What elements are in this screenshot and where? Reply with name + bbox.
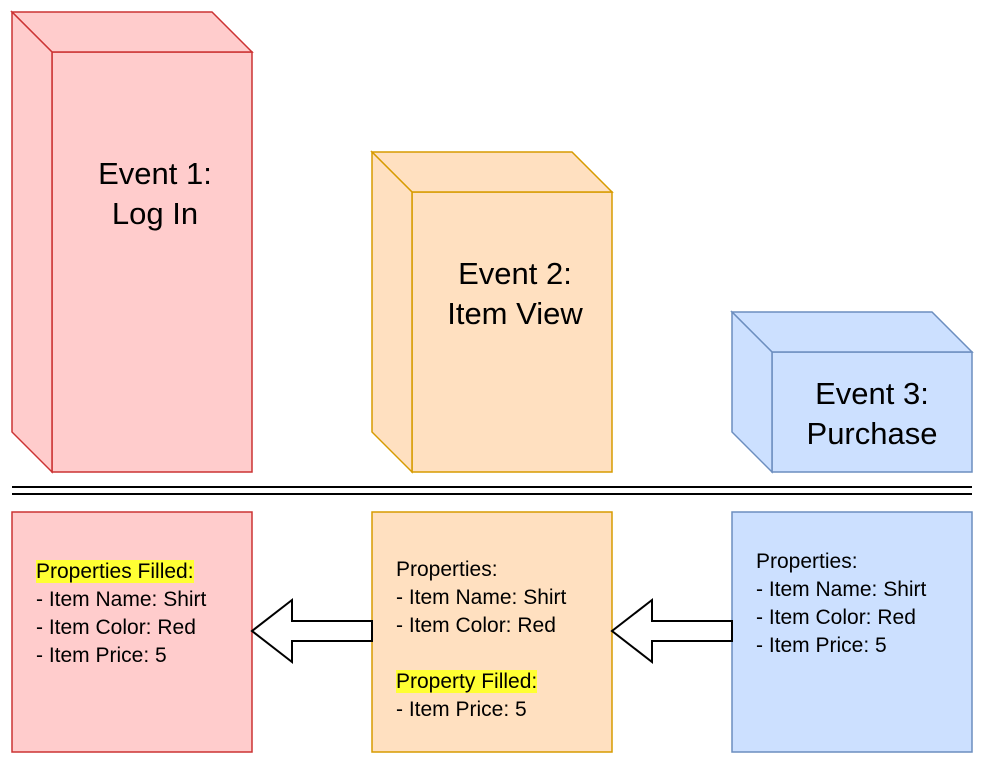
event3-title: Event 3: Purchase	[772, 374, 972, 454]
event3-cuboid-side	[731, 310, 773, 474]
property-item: - Item Price: 5	[396, 698, 527, 721]
event2-properties: Properties: - Item Name: Shirt - Item Co…	[396, 556, 566, 724]
event1-cuboid-side	[11, 10, 53, 474]
property-item: - Item Name: Shirt	[36, 588, 207, 611]
property-item: - Item Name: Shirt	[396, 586, 567, 609]
event3-properties: Properties: - Item Name: Shirt - Item Co…	[756, 548, 926, 660]
event3-cuboid-top	[730, 311, 974, 353]
event3-title-line1: Event 3:	[815, 376, 929, 411]
event3-title-line2: Purchase	[806, 416, 938, 451]
event2-title: Event 2: Item View	[412, 254, 618, 334]
properties-heading: Properties:	[756, 550, 858, 573]
event1-properties: Properties Filled: - Item Name: Shirt - …	[36, 558, 206, 670]
property-item: - Item Color: Red	[756, 606, 916, 629]
property-filled-heading: Property Filled:	[396, 670, 538, 693]
property-item: - Item Name: Shirt	[756, 578, 927, 601]
property-item: - Item Price: 5	[756, 634, 887, 657]
properties-heading: Properties:	[396, 558, 498, 581]
event2-cuboid-top	[370, 151, 614, 193]
property-item: - Item Color: Red	[36, 616, 196, 639]
event1-title-line2: Log In	[111, 196, 199, 231]
event1-title-line1: Event 1:	[98, 156, 212, 191]
event2-title-line2: Item View	[447, 296, 583, 331]
left-arrow-icon	[610, 597, 733, 665]
properties-filled-heading: Properties Filled:	[36, 560, 194, 583]
left-arrow-icon	[250, 597, 373, 665]
property-item: - Item Color: Red	[396, 614, 556, 637]
event1-cuboid-front	[51, 51, 253, 473]
event1-panel	[11, 511, 253, 753]
property-item: - Item Price: 5	[36, 644, 167, 667]
event1-title: Event 1: Log In	[52, 154, 258, 234]
event1-cuboid	[10, 10, 254, 474]
event2-title-line1: Event 2:	[458, 256, 572, 291]
event2-cuboid-side	[371, 150, 413, 474]
event2-cuboid	[370, 150, 614, 474]
event1-cuboid-top	[10, 11, 254, 53]
event2-panel	[371, 511, 613, 753]
event3-cuboid	[730, 310, 974, 474]
